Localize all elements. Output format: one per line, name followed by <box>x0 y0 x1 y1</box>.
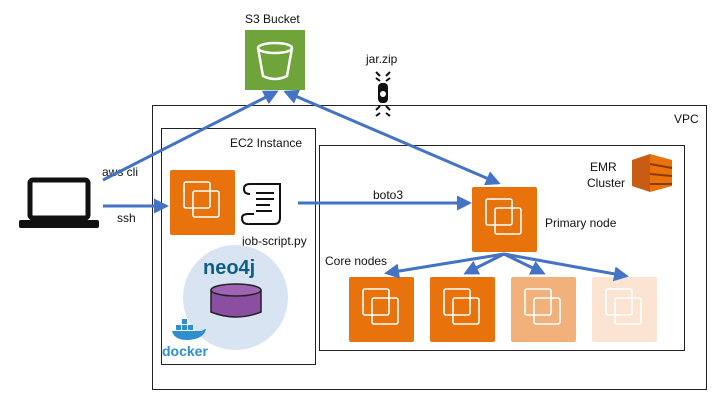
core-node-3 <box>511 277 576 342</box>
vpc-label: VPC <box>674 112 699 126</box>
primary-node-label: Primary node <box>545 216 617 230</box>
core-node-2 <box>430 277 495 342</box>
docker-whale-icon <box>172 319 206 340</box>
s3-bucket-icon <box>245 30 305 90</box>
s3-bucket-label: S3 Bucket <box>245 12 300 26</box>
ec2-instance-box <box>161 128 316 365</box>
zip-label: jar.zip <box>366 52 398 66</box>
laptop-icon <box>19 177 99 228</box>
job-script-label: job-script.py <box>242 234 307 248</box>
core-node-4 <box>592 277 657 342</box>
arrow-to-core-4 <box>503 252 629 282</box>
boto3-label: boto3 <box>373 188 404 202</box>
ssh-label: ssh <box>117 211 136 225</box>
emr-label-line1: EMR <box>590 160 617 174</box>
arrow-s3-primary <box>283 89 501 186</box>
docker-label: docker <box>162 343 208 359</box>
emr-cluster-box <box>319 145 685 351</box>
arrow-to-core-2 <box>463 252 505 275</box>
database-cylinder-icon <box>210 283 262 318</box>
core-node-1 <box>349 277 414 342</box>
primary-node-chip <box>472 187 537 252</box>
bucket-icon <box>256 41 294 81</box>
scroll-icon <box>240 183 281 225</box>
arrow-laptop-s3 <box>102 90 279 182</box>
core-nodes-label: Core nodes <box>325 254 388 268</box>
neo4j-logo-text: neo4j <box>203 257 256 279</box>
emr-label-line2: Cluster <box>587 176 626 190</box>
ec2-chip-icon <box>170 170 235 235</box>
arrow-to-core-3 <box>503 252 546 275</box>
emr-stack-icon <box>632 154 673 192</box>
arrow-to-core-1 <box>384 252 505 279</box>
